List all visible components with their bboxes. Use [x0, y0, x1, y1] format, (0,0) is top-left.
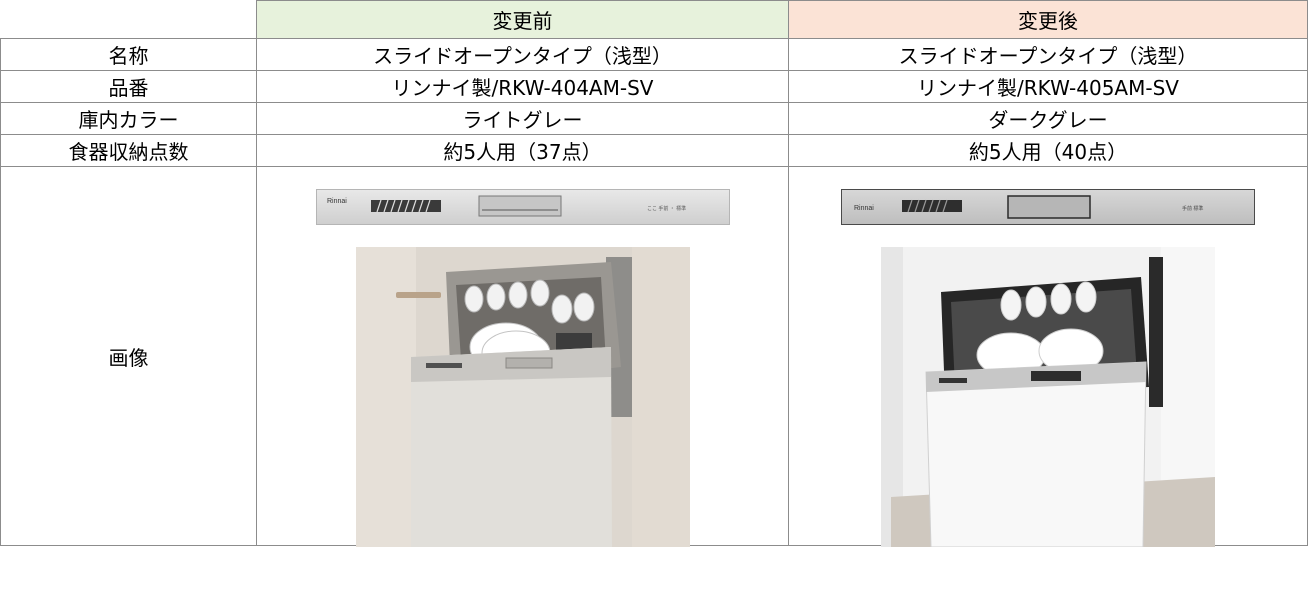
comparison-table: 変更前 変更後 名称 スライドオープンタイプ（浅型） スライドオープンタイプ（浅…: [0, 0, 1308, 547]
row-before-value: ライトグレー: [256, 102, 789, 135]
row-name: 名称 スライドオープンタイプ（浅型） スライドオープンタイプ（浅型）: [0, 38, 1308, 71]
row-after-value: リンナイ製/RKW-405AM-SV: [788, 70, 1308, 103]
row-before-value: スライドオープンタイプ（浅型）: [256, 38, 789, 71]
row-after-value: スライドオープンタイプ（浅型）: [788, 38, 1308, 71]
before-control-panel-image: Rinnai ここ 手前 ・ 標準: [315, 189, 730, 225]
row-image: 画像 Rinnai ここ 手前 ・ 標準: [0, 166, 1308, 547]
before-dishwasher-photo: [355, 247, 690, 547]
row-before-value: 約5人用（37点）: [256, 134, 789, 167]
after-dishwasher-photo: [881, 247, 1215, 547]
header-blank-cell: [0, 0, 257, 39]
row-capacity: 食器収納点数 約5人用（37点） 約5人用（40点）: [0, 134, 1308, 167]
row-label: 食器収納点数: [0, 134, 257, 167]
row-label: 庫内カラー: [0, 102, 257, 135]
row-label: 画像: [0, 166, 257, 546]
header-before: 変更前: [256, 0, 789, 39]
after-image-cell: Rinnai 手前 標準: [788, 166, 1308, 547]
before-image-cell: Rinnai ここ 手前 ・ 標準: [256, 166, 789, 547]
brand-logo: Rinnai: [327, 198, 347, 205]
row-before-value: リンナイ製/RKW-404AM-SV: [256, 70, 789, 103]
row-interior-color: 庫内カラー ライトグレー ダークグレー: [0, 102, 1308, 135]
row-after-value: ダークグレー: [788, 102, 1308, 135]
row-label: 品番: [0, 70, 257, 103]
brand-logo: Rinnai: [854, 205, 874, 212]
row-after-value: 約5人用（40点）: [788, 134, 1308, 167]
header-row: 変更前 変更後: [0, 0, 1308, 39]
row-label: 名称: [0, 38, 257, 71]
after-control-panel-image: Rinnai 手前 標準: [841, 189, 1255, 225]
row-model: 品番 リンナイ製/RKW-404AM-SV リンナイ製/RKW-405AM-SV: [0, 70, 1308, 103]
svg-text:ここ 手前 ・ 標準: ここ 手前 ・ 標準: [647, 205, 686, 212]
header-after: 変更後: [788, 0, 1308, 39]
svg-text:手前 標準: 手前 標準: [1182, 205, 1203, 212]
